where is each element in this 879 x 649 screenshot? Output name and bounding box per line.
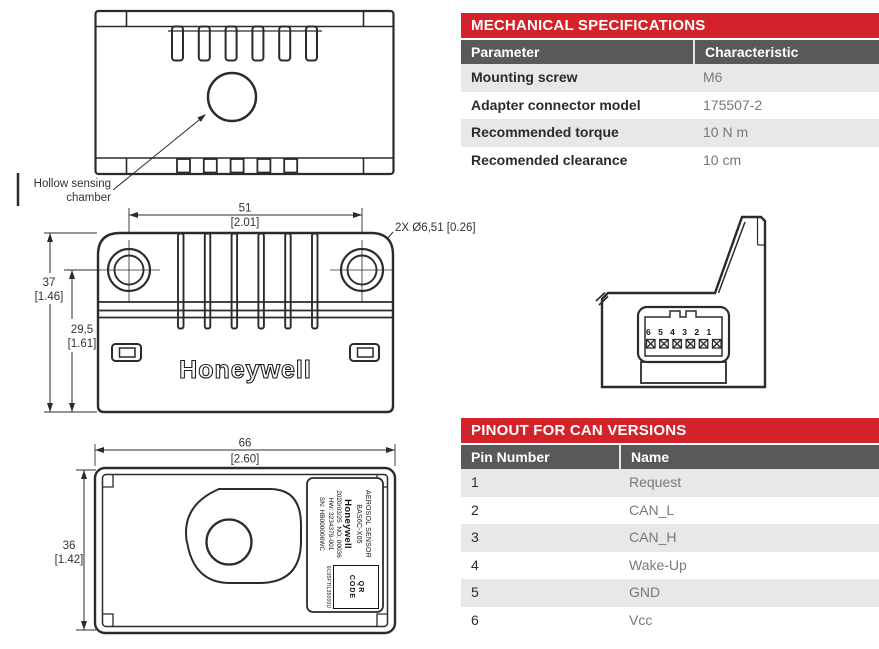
qr-code-box: QR CODE — [333, 565, 379, 609]
connector-pins — [645, 338, 722, 349]
mounting-holes — [98, 240, 392, 302]
svg-text:36: 36 — [63, 540, 76, 552]
honeywell-logo: Honeywell — [179, 356, 312, 384]
table-header-row: Pin Number Name — [461, 445, 879, 469]
dim-width-66: 66 [2.60] — [94, 438, 396, 466]
table-row: Adapter connector model 175507-2 — [461, 91, 879, 119]
sensing-chamber-boss — [185, 488, 302, 584]
sensor-front-outline — [96, 231, 395, 414]
svg-text:[2.60]: [2.60] — [231, 454, 260, 466]
top-view-drawing: Hollow sensing chamber — [16, 9, 395, 206]
column-header-pin-number: Pin Number — [471, 449, 550, 465]
pinout-table: PINOUT FOR CAN VERSIONS Pin Number Name … — [461, 418, 879, 634]
svg-text:[1.46]: [1.46] — [35, 291, 64, 303]
svg-text:2X Ø6,51 [0.26]: 2X Ø6,51 [0.26] — [395, 222, 476, 234]
label-sn: SN: HB000006WC — [318, 496, 326, 552]
sensor-top-outline — [94, 9, 395, 176]
table-title: MECHANICAL SPECIFICATIONS — [461, 13, 879, 38]
dim-height-36: 36 [1.42] — [55, 469, 96, 631]
hollow-sensing-chamber-callout: Hollow sensing chamber — [34, 114, 206, 204]
dim-height-29-5: 29,5 [1.61] — [64, 269, 100, 412]
callout-text-line1: Hollow sensing — [34, 178, 111, 190]
label-date-number: 2020/03/25 NO: 00036 — [335, 490, 343, 558]
table-row: 5 GND — [461, 579, 879, 607]
label-product-type: AEROSOL SENSOR — [364, 490, 372, 558]
svg-text:[1.61]: [1.61] — [68, 338, 97, 350]
product-label: AEROSOL SENSOR BAS6C-X05 Honeywell 2020/… — [307, 478, 383, 612]
dim-height-37: 37 [1.46] — [35, 232, 97, 413]
label-model: BAS6C-X05 — [354, 504, 362, 544]
column-header-name: Name — [619, 445, 879, 469]
callout-text-line2: chamber — [66, 192, 111, 204]
table-row: Mounting screw M6 — [461, 64, 879, 92]
front-view-drawing: 51 [2.01] 2X Ø6,51 [0.26] — [35, 203, 476, 414]
svg-text:29,5: 29,5 — [71, 324, 93, 336]
sensing-chamber-port-bottom — [205, 518, 253, 566]
label-honeywell-logo: Honeywell — [342, 499, 354, 549]
product-label-outline — [306, 477, 384, 613]
product-label-text: AEROSOL SENSOR BAS6C-X05 Honeywell 2020/… — [310, 483, 379, 565]
column-header-parameter: Parameter — [471, 44, 540, 60]
pin-numbers: 6 5 4 3 2 1 — [646, 327, 714, 337]
bottom-view-drawing: 66 [2.60] 36 [1.42] — [55, 438, 397, 635]
table-row: 4 Wake-Up — [461, 551, 879, 579]
table-row: 2 CAN_L — [461, 496, 879, 524]
table-header-row: Parameter Characteristic — [461, 40, 879, 64]
svg-text:[1.42]: [1.42] — [55, 554, 84, 566]
table-row: 1 Request — [461, 469, 879, 497]
svg-text:51: 51 — [239, 203, 252, 215]
label-hw: HW: 3234379-001 — [326, 497, 334, 551]
side-view-drawing: 6 5 4 3 2 1 — [595, 215, 767, 389]
table-row: Recommended torque 10 N m — [461, 119, 879, 147]
sensor-bottom-outline — [93, 466, 397, 635]
sensing-chamber-port — [206, 71, 258, 123]
table-row: 3 CAN_H — [461, 524, 879, 552]
column-header-characteristic: Characteristic — [693, 40, 879, 64]
table-title: PINOUT FOR CAN VERSIONS — [461, 418, 879, 443]
connector-receptacle: 6 5 4 3 2 1 — [636, 305, 731, 384]
arrowhead-icon — [197, 114, 206, 122]
table-row: Recomended clearance 10 cm — [461, 146, 879, 174]
label-side-code: 6C05FTIL35000U — [325, 565, 331, 609]
svg-text:66: 66 — [239, 438, 252, 450]
mechanical-specifications-table: MECHANICAL SPECIFICATIONS Parameter Char… — [461, 13, 879, 174]
svg-text:[2.01]: [2.01] — [231, 217, 260, 229]
svg-text:37: 37 — [43, 277, 56, 289]
table-row: 6 Vcc — [461, 606, 879, 634]
